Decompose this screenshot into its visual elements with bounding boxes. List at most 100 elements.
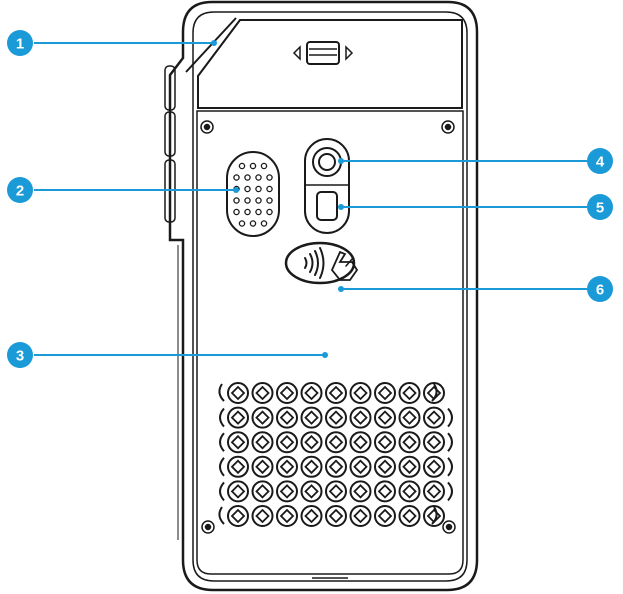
grille-hole — [227, 406, 249, 429]
grille-hole — [374, 382, 396, 404]
grille-hole — [276, 505, 298, 527]
grille-hole — [325, 406, 347, 429]
speaker-hole — [260, 220, 268, 227]
nfc-area — [284, 241, 359, 285]
grille-corner-hook — [431, 383, 438, 402]
grille-hole — [276, 431, 298, 454]
grille-hole — [423, 480, 445, 503]
speaker-hole — [266, 208, 273, 216]
grille-hole — [276, 406, 298, 429]
speaker — [226, 151, 280, 237]
callout-marker — [587, 148, 613, 174]
back-cover-panel — [196, 110, 464, 575]
grille-hole — [325, 505, 347, 527]
callout-number: 5 — [596, 200, 604, 217]
grille-hole — [349, 480, 372, 503]
top-cover-edge — [185, 17, 237, 73]
grille-hole — [398, 480, 421, 503]
speaker-hole — [244, 185, 251, 193]
inner-shell — [192, 11, 468, 582]
grille-hole — [251, 505, 274, 527]
grille-hole — [423, 431, 445, 454]
callout-number: 3 — [16, 348, 24, 365]
device-body — [164, 0, 479, 592]
grille-hole — [349, 505, 372, 527]
grille-hole — [349, 455, 372, 478]
grille-edge-arc — [219, 457, 225, 477]
grille-hole — [423, 406, 445, 429]
callouts: 1 2 3 4 5 6 — [7, 30, 613, 368]
grille-hole — [251, 382, 274, 404]
screw-icon — [442, 520, 456, 534]
grille-hole — [423, 455, 445, 478]
grille-hole — [398, 455, 421, 478]
speaker-hole — [266, 197, 273, 204]
grille-hole — [398, 382, 421, 404]
slide-latch-icon — [292, 41, 354, 65]
speaker-hole — [244, 197, 251, 204]
speaker-hole — [244, 208, 251, 216]
grille-corner-hook — [218, 383, 225, 402]
grille-hole — [398, 431, 421, 454]
speaker-hole — [238, 220, 246, 227]
grille-hole — [300, 505, 323, 527]
grille-hole — [325, 480, 347, 503]
callout-3: 3 — [7, 342, 328, 368]
grille-hole — [374, 431, 396, 454]
bottom-grille — [218, 382, 453, 527]
contactless-payment-icon — [304, 247, 359, 281]
grille-corner-hook — [431, 506, 438, 525]
grille-hole — [349, 382, 372, 404]
grille-edge-arc — [447, 432, 453, 452]
speaker-hole — [249, 162, 257, 170]
camera-lens-inner — [318, 153, 336, 171]
grille-hole — [349, 431, 372, 454]
grille-hole — [251, 455, 274, 478]
grille-hole — [276, 382, 298, 404]
grille-edge-arc — [219, 407, 225, 428]
camera-lens — [312, 147, 342, 177]
speaker-grille-outline — [226, 151, 280, 237]
screw-icon — [200, 120, 214, 134]
camera-module-frame — [304, 138, 350, 234]
speaker-hole — [255, 197, 262, 204]
speaker-hole — [255, 185, 262, 193]
grille-hole — [300, 431, 323, 454]
speaker-hole — [249, 220, 257, 227]
grille-hole — [251, 406, 274, 429]
grille-corner-hook — [218, 506, 225, 525]
grille-edge-arc — [447, 481, 453, 502]
grille-hole — [227, 431, 249, 454]
grille-hole — [251, 431, 274, 454]
grille-hole — [227, 505, 249, 527]
grille-edge-arc — [219, 432, 225, 452]
flash-window — [316, 191, 338, 221]
speaker-hole — [266, 185, 273, 193]
speaker-hole — [255, 208, 262, 216]
screws — [200, 120, 456, 534]
speaker-hole — [255, 174, 262, 181]
grille-hole — [374, 406, 396, 429]
grille-hole — [325, 382, 347, 404]
speaker-hole — [244, 174, 251, 181]
speaker-hole — [233, 208, 240, 216]
grille-edge-arc — [447, 457, 453, 477]
callout-marker — [7, 177, 33, 203]
callout-marker — [7, 30, 33, 56]
callout-4: 4 — [338, 148, 613, 174]
speaker-holes — [233, 162, 273, 227]
speaker-hole — [233, 174, 240, 181]
screw-icon — [441, 120, 455, 134]
grille-hole — [325, 455, 347, 478]
grille-hole — [300, 382, 323, 404]
screw-icon — [201, 520, 215, 534]
top-cover-frame — [197, 19, 463, 109]
speaker-hole — [260, 162, 268, 170]
callout-5: 5 — [338, 194, 613, 220]
callout-6: 6 — [338, 276, 613, 302]
callout-number: 6 — [596, 282, 604, 299]
callout-marker — [587, 276, 613, 302]
grille-hole — [300, 480, 323, 503]
grille-hole — [374, 505, 396, 527]
grille-hole — [300, 455, 323, 478]
